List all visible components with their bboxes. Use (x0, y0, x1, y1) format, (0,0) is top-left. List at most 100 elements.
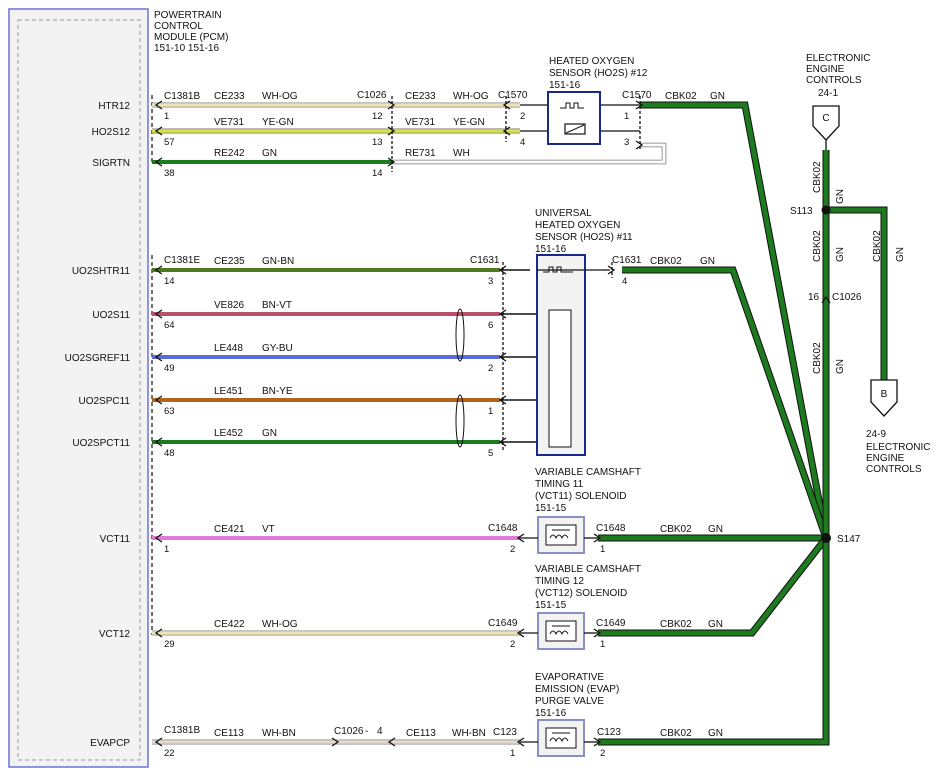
vct11-label-2: TIMING 11 (535, 479, 584, 490)
circuit-gn-v3: GN (835, 359, 846, 374)
coil-icon (549, 534, 569, 540)
wire-s113-branch (826, 207, 887, 380)
conn-c123-b: C123 (597, 727, 621, 738)
wire-cbk02-d (598, 536, 828, 636)
pin-label-uo2spct11: UO2SPCT11 (72, 438, 130, 449)
vct12-label-2: TIMING 12 (535, 576, 584, 587)
pin-num-63: 63 (164, 406, 175, 417)
pin-num-29: 29 (164, 639, 175, 650)
coil-icon-2 (549, 630, 569, 636)
circuit-cbk02-v2: CBK02 (812, 230, 823, 262)
conn-c123-a: C123 (493, 727, 517, 738)
conn-c1026-vertical: C1026 (832, 292, 862, 303)
circuit-ve731-b: VE731 (405, 117, 435, 128)
pin-num-2d: 2 (510, 639, 515, 650)
pin-label-sigrtn: SIGRTN (92, 158, 130, 169)
vct11-solenoid (520, 516, 598, 554)
vct12-label-1: VARIABLE CAMSHAFT (535, 564, 641, 575)
conn-c1570-b: C1570 (622, 90, 652, 101)
ho2s12-label-1: HEATED OXYGEN (549, 56, 634, 67)
circuit-gn-e: GN (708, 728, 723, 739)
pin-label-uo2s11: UO2S11 (92, 310, 130, 321)
ho2s12-sensor (547, 91, 601, 145)
pin-label-htr12: HTR12 (98, 101, 130, 112)
vct11-label-3: (VCT11) SOLENOID (535, 491, 627, 502)
conn-c1026-a: C1026 (357, 90, 387, 101)
circuit-re242: RE242 (214, 148, 245, 159)
arrow-ho2s12 (154, 126, 163, 136)
circuit-wh-bn: WH-BN (262, 728, 296, 739)
uho2s11-label-3: SENSOR (HO2S) #11 (535, 232, 633, 243)
pin-num-49: 49 (164, 363, 175, 374)
pin-label-uo2shtr11: UO2SHTR11 (72, 266, 131, 277)
splice-s113 (821, 205, 831, 215)
coil-icon-3 (549, 737, 569, 743)
pin-num-4b: 4 (622, 276, 627, 287)
offpage-top-2: ENGINE (806, 64, 845, 75)
conn-c1648-a: C1648 (488, 523, 518, 534)
uho2s11-sensor (536, 254, 610, 456)
circuit-gn-a: GN (710, 91, 725, 102)
pcm-title-3: MODULE (PCM) (154, 32, 228, 43)
circuit-ve731: VE731 (214, 117, 244, 128)
conn-c1381b: C1381B (164, 91, 200, 102)
c1631-connector (498, 262, 616, 450)
pin-num-1b: 1 (624, 111, 629, 122)
circuit-vt: VT (262, 524, 275, 535)
circuit-ce235: CE235 (214, 256, 245, 267)
pin-num-3: 3 (624, 137, 629, 148)
circuit-cbk02-c: CBK02 (660, 524, 692, 535)
offpage-b-letter: B (881, 389, 888, 400)
conn-c1649-b: C1649 (596, 618, 626, 629)
pin-label-vct11: VCT11 (100, 534, 131, 545)
pin-num-2c: 2 (510, 544, 515, 555)
ho2s12-sensor-box (547, 91, 601, 145)
circuit-bn-ye: BN-YE (262, 386, 293, 397)
pin-label-vct12: VCT12 (99, 629, 131, 640)
heater-element-icon (560, 102, 584, 109)
uho2s11-label-2: HEATED OXYGEN (535, 220, 620, 231)
arrow-uo2sgref11 (154, 352, 163, 362)
pcm-title-2: CONTROL (154, 21, 203, 32)
vct11-label-1: VARIABLE CAMSHAFT (535, 467, 641, 478)
arrow-uo2s11 (154, 309, 163, 319)
offpage-bottom-3: ENGINE (866, 453, 905, 464)
pcm-inner-outline (17, 19, 141, 761)
arrow-uo2spct11 (154, 437, 163, 447)
circuit-ye-gn: YE-GN (262, 117, 294, 128)
circuit-cbk02-b: CBK02 (650, 256, 682, 267)
ho2s12-label-3: 151-16 (549, 80, 581, 91)
evap-label-1: EVAPORATIVE (535, 672, 604, 683)
pin-num-2e: 2 (600, 748, 605, 759)
circuit-cbk02-d: CBK02 (660, 619, 692, 630)
offpage-bottom-1: 24-9 (866, 429, 886, 440)
conn-c1570-a: C1570 (498, 90, 528, 101)
pin-label-uo2sgref11: UO2SGREF11 (65, 353, 131, 364)
circuit-ce113: CE113 (214, 728, 244, 739)
pin-num-4: 4 (520, 137, 525, 148)
wire-cbk02-b (622, 267, 829, 539)
twisted-pair-icon (455, 308, 465, 448)
uho2s11-label-1: UNIVERSAL (535, 208, 592, 219)
circuit-ce233-b: CE233 (405, 91, 436, 102)
wire-cbk02-a-outline (640, 101, 830, 539)
splice-s113-label: S113 (790, 206, 813, 217)
pcm-title-1: POWERTRAIN (154, 10, 222, 21)
circuit-le448: LE448 (214, 343, 243, 354)
pin-label-uo2spc11: UO2SPC11 (78, 396, 130, 407)
splice-s147 (821, 533, 831, 543)
circuit-gn-b: GN (700, 256, 715, 267)
svg-text:-: - (365, 726, 368, 737)
circuit-gn-v2: GN (835, 247, 846, 262)
circuit-ce113-b: CE113 (406, 728, 436, 739)
circuit-gn-v4: GN (895, 247, 906, 262)
circuit-wh-bn-b: WH-BN (452, 728, 486, 739)
pin-num-1c: 1 (488, 406, 493, 417)
vct12-label-3: (VCT12) SOLENOID (535, 588, 627, 599)
conn-c1649-a: C1649 (488, 618, 518, 629)
wire-re731 (392, 143, 666, 164)
sensor-element-icon (564, 123, 586, 135)
c1570-connector (502, 96, 644, 150)
circuit-wh-og-c: WH-OG (262, 619, 298, 630)
circuit-re731: RE731 (405, 148, 436, 159)
